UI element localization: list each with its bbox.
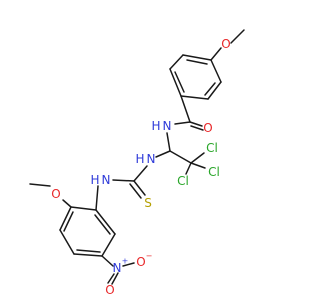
atom-nitrogen: N (102, 173, 111, 187)
bond (95, 209, 116, 235)
molecule-diagram: O O N H Cl Cl Cl N H S N H O N + O O − (29, 29, 245, 297)
bond (204, 82, 216, 96)
atom-hydrogen: H (90, 173, 99, 187)
atom-nitrogen: N (163, 119, 172, 133)
charge-minus: − (146, 252, 153, 261)
bond (129, 183, 142, 199)
bond (70, 206, 97, 211)
bond (59, 206, 72, 231)
bond (210, 59, 222, 83)
bond (190, 125, 204, 131)
bond (230, 29, 245, 44)
bond (169, 54, 184, 70)
bond (166, 132, 171, 152)
bond (190, 162, 206, 169)
bond (59, 229, 75, 255)
atom-hydrogen: H (151, 119, 160, 133)
bond (133, 165, 148, 182)
atom-chlorine: Cl (206, 141, 218, 155)
bond (94, 214, 111, 235)
atom-hydrogen: H (135, 152, 144, 166)
bond (169, 150, 192, 164)
bond (185, 162, 192, 175)
bond (174, 121, 191, 125)
charge-plus: + (122, 257, 129, 266)
bond (111, 272, 119, 285)
atom-oxygen: O (105, 283, 114, 297)
atom-nitrogen: N (147, 152, 156, 166)
bond-lines (29, 29, 245, 285)
bond (73, 253, 103, 257)
atom-chlorine: Cl (208, 165, 220, 179)
bond (101, 233, 116, 257)
bond (63, 211, 74, 232)
bond (101, 255, 114, 267)
bond (182, 54, 212, 61)
bond (207, 81, 222, 100)
bond (122, 262, 135, 267)
atom-oxygen: O (221, 37, 230, 51)
atom-oxygen: O (136, 255, 145, 269)
bond (190, 152, 205, 164)
bond (76, 249, 101, 253)
bond (107, 273, 115, 284)
structure-canvas: O O N H Cl Cl Cl N H S N H O N + O O − (29, 29, 245, 297)
bond (155, 150, 171, 158)
atom-chlorine: Cl (177, 174, 189, 188)
bond (133, 180, 146, 196)
bond (186, 59, 208, 65)
bond (189, 121, 203, 127)
bond (112, 179, 135, 182)
bond (180, 95, 191, 123)
bond (210, 47, 222, 61)
atom-labels: O O N H Cl Cl Cl N H S N H O N + O O − (51, 37, 230, 297)
bond (180, 95, 209, 100)
bond (95, 185, 99, 211)
atom-nitrogen: N (113, 261, 122, 275)
atom-oxygen: O (51, 187, 60, 201)
atom-sulfur: S (144, 196, 152, 210)
bond (29, 183, 51, 187)
bond (62, 199, 72, 208)
bond (169, 68, 182, 97)
atom-oxygen: O (203, 121, 212, 135)
bond (174, 71, 185, 93)
